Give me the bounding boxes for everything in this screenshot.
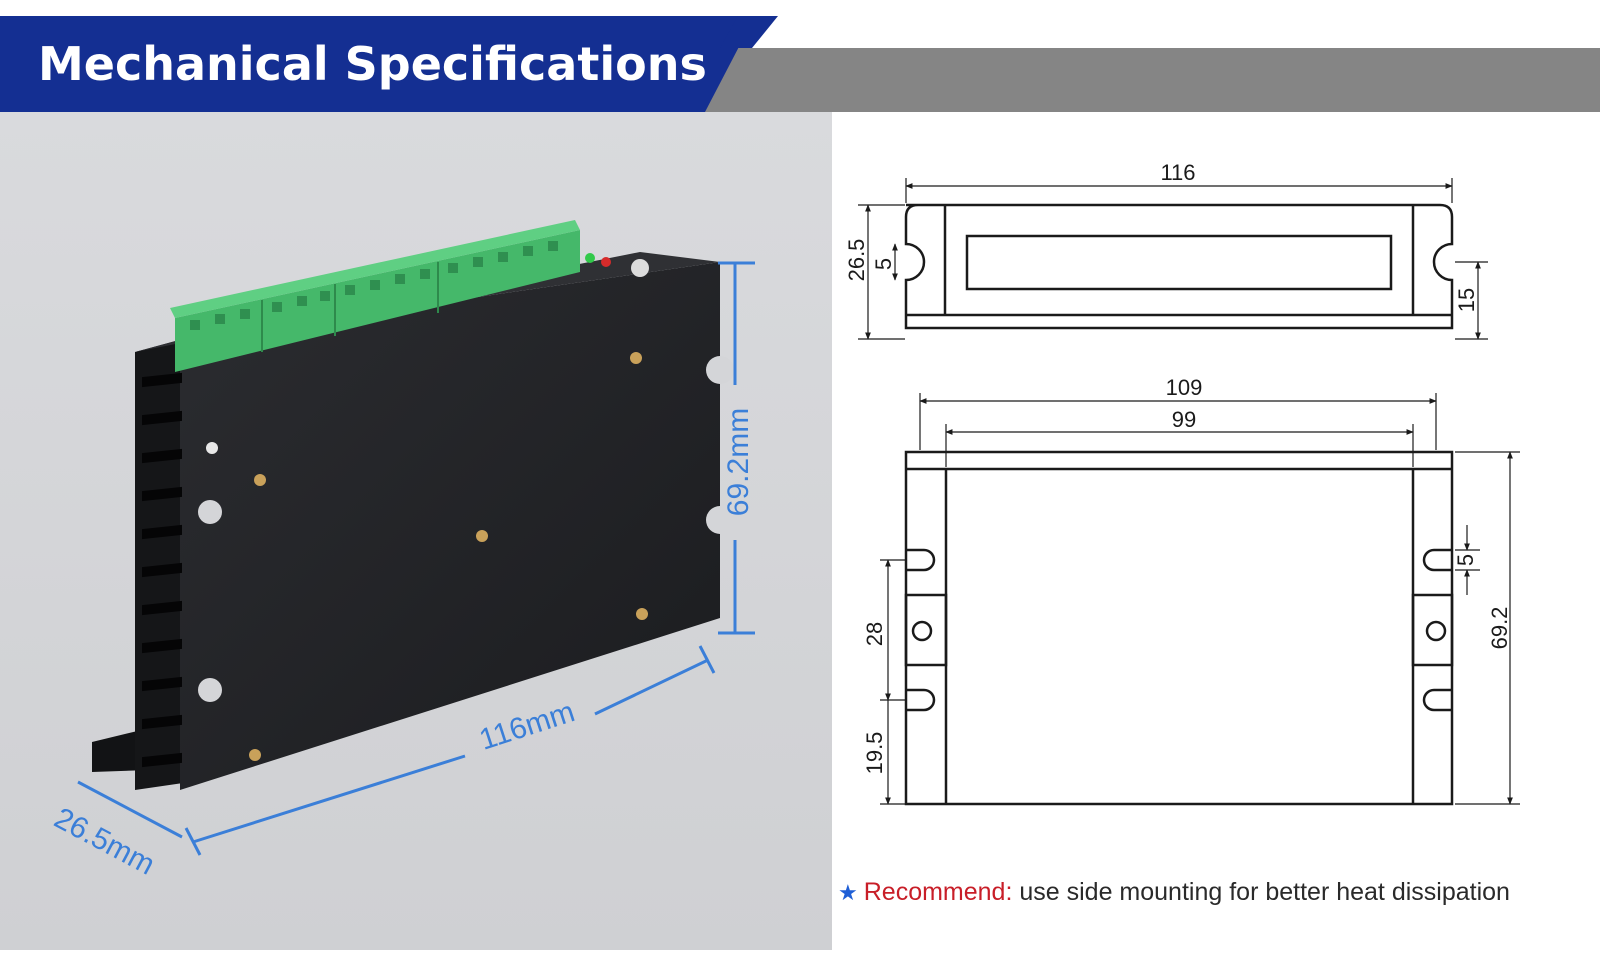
top-slot-label: 5	[871, 258, 896, 270]
top-height-label: 26.5	[844, 239, 869, 282]
front-slot-label: 5	[1453, 554, 1478, 566]
page-title: Mechanical Specifications	[38, 37, 707, 91]
star-icon: ★	[838, 880, 858, 905]
recommendation-note: ★Recommend: use side mounting for better…	[838, 878, 1510, 907]
terminal-blocks	[170, 220, 580, 372]
product-photo-panel: 69.2mm 116mm 26.5mm	[0, 112, 832, 950]
top-view-labels: 116 26.5 5 15	[844, 160, 1479, 312]
front-outer-width-label: 109	[1166, 375, 1203, 400]
front-spacing-label: 28	[862, 622, 887, 646]
photo-dimensions	[77, 261, 755, 856]
front-view-labels: 109 99 69.2 5 28 19.5	[862, 375, 1512, 774]
banner-blue-block	[0, 16, 755, 112]
top-width-label: 116	[1160, 160, 1195, 185]
top-side-label: 15	[1454, 288, 1479, 312]
front-height-label: 69.2	[1487, 607, 1512, 650]
recommend-separator: :	[1005, 878, 1013, 906]
recommend-label: Recommend	[863, 878, 1006, 906]
dimension-label-height: 69.2mm	[722, 408, 755, 516]
recommend-text: use side mounting for better heat dissip…	[1012, 878, 1510, 906]
header-banner: Mechanical Specifications	[0, 16, 1600, 112]
front-bottom-label: 19.5	[862, 732, 887, 775]
banner-accent	[720, 16, 778, 48]
banner-grey-strip	[700, 48, 1600, 112]
front-inner-width-label: 99	[1172, 407, 1196, 432]
top-view-drawing	[858, 178, 1488, 340]
driver-illustration	[92, 220, 734, 790]
front-view-drawing	[880, 393, 1520, 806]
